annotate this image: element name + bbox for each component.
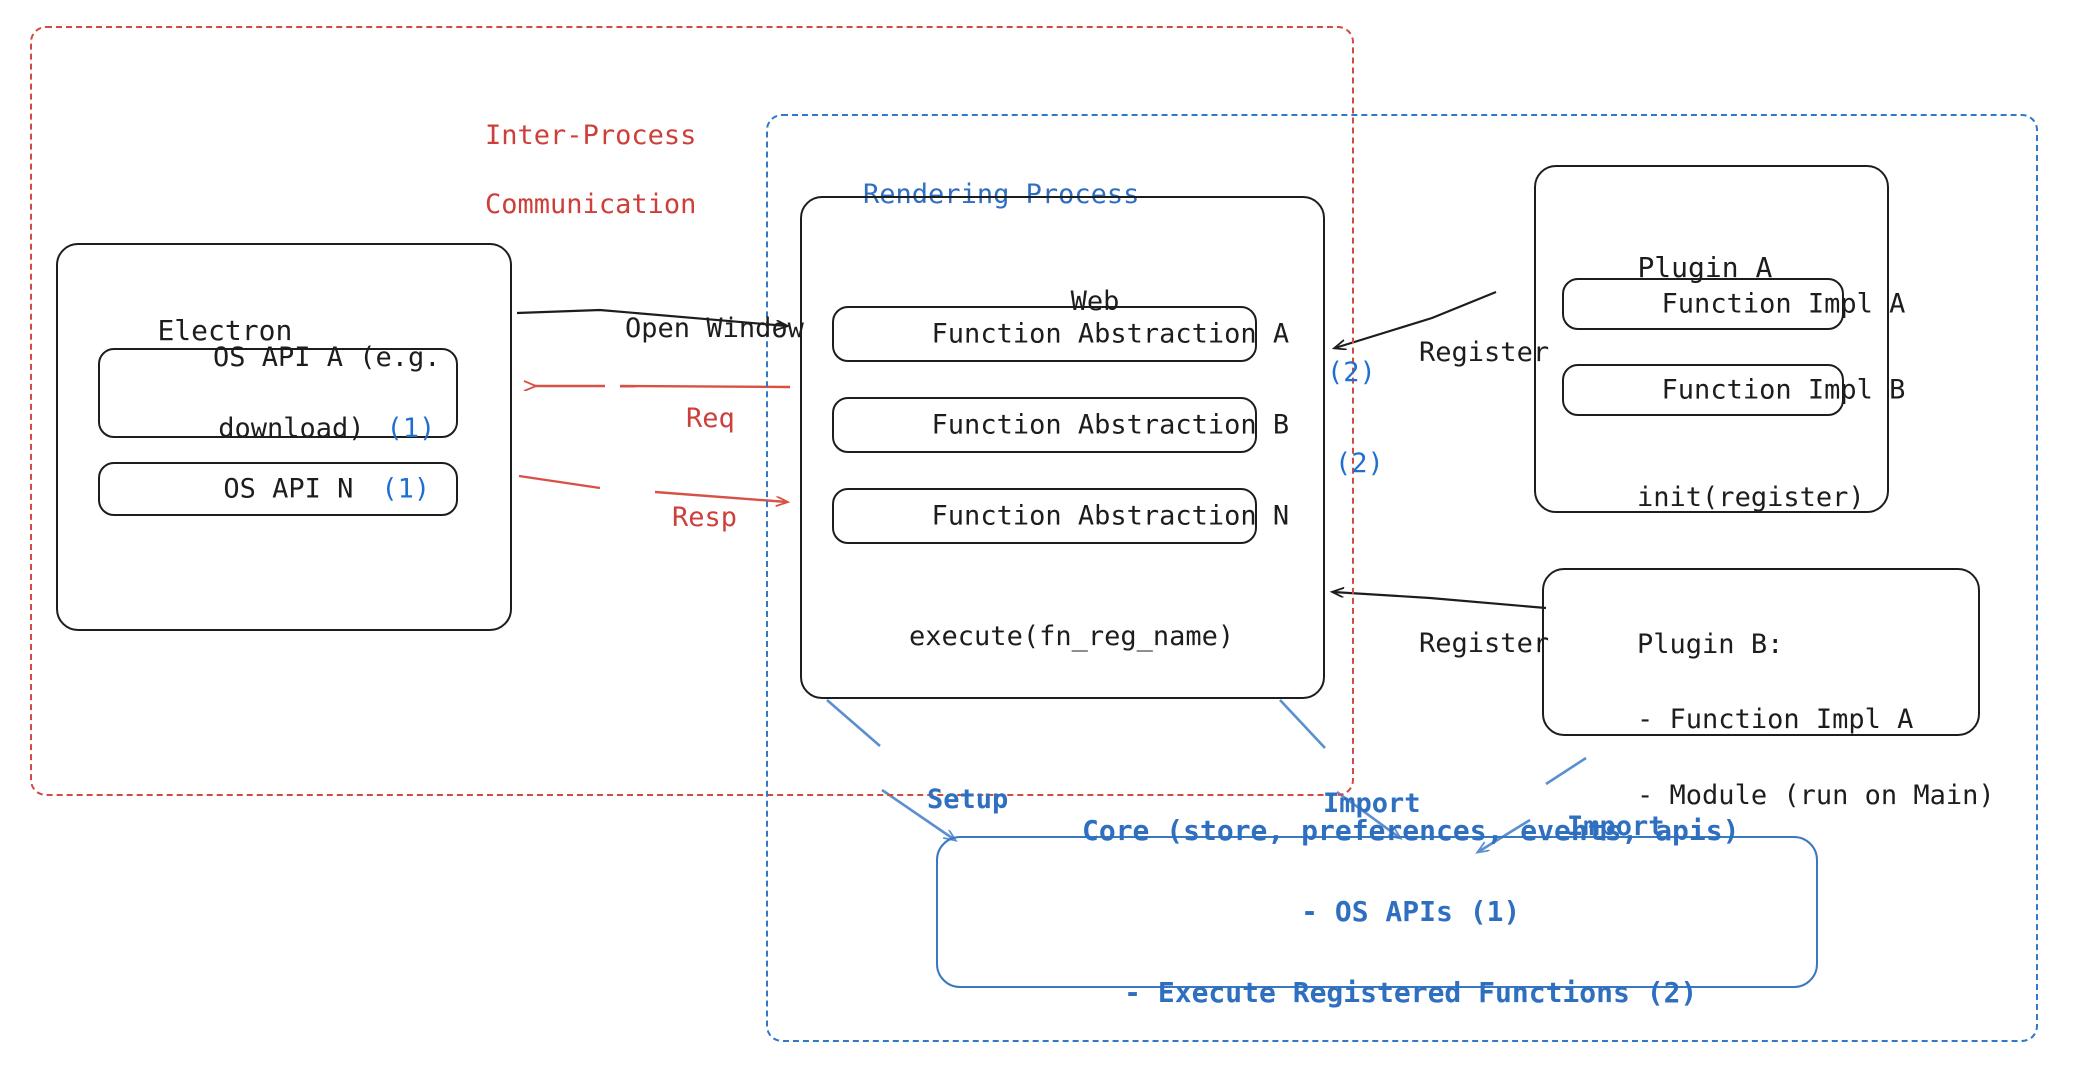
electron-title: Electron	[157, 314, 293, 347]
function-abstraction-a-marker: (2)	[1327, 356, 1376, 388]
rendering-process-boundary	[766, 114, 2038, 1042]
function-abstraction-a-label: Function Abstraction A	[931, 318, 1290, 350]
edge-label-import-plugin: Import	[1567, 810, 1665, 842]
core-line-3: - Execute Registered Functions (2)	[1124, 975, 1698, 1009]
function-abstraction-n-box: Function Abstraction N	[832, 488, 1289, 544]
edge-label-setup: Setup	[927, 783, 1009, 815]
function-abstraction-a-box: Function Abstraction A	[832, 306, 1289, 362]
rendering-process-label: Rendering Process	[863, 178, 1140, 210]
function-abstraction-b-box: Function Abstraction B	[832, 397, 1289, 453]
web-execute-label: execute(fn_reg_name)	[909, 620, 1235, 652]
edge-label-register-top: Register	[1419, 336, 1550, 368]
os-api-n-label: OS API N(1)	[223, 473, 431, 505]
plugin-a-impl-a-label: Function Impl A	[1661, 288, 1906, 320]
ipc-label-line1: Inter-Process	[485, 119, 697, 151]
os-api-n-box: OS API N(1)	[98, 462, 458, 516]
plugin-b-title: Plugin B:	[1637, 628, 1784, 660]
function-abstraction-n-label: Function Abstraction N	[931, 500, 1290, 532]
plugin-b-box	[1542, 568, 1980, 736]
core-text: Core (store, preferences, events, apis) …	[936, 770, 1818, 1054]
ipc-label-line2: Communication	[485, 188, 697, 220]
plugin-b-line-1: - Function Impl A	[1637, 704, 1914, 736]
os-api-a-label: OS API A (e.g. download)(1)	[212, 341, 441, 444]
plugin-b-text: Plugin B: - Function Impl A - Module (ru…	[1572, 588, 1995, 853]
edge-label-register-bottom: Register	[1419, 627, 1550, 659]
plugin-a-box	[1534, 165, 1889, 513]
web-title: Web	[1070, 285, 1120, 317]
electron-box	[56, 243, 512, 631]
ipc-region-label: Inter-Process Communication	[420, 84, 696, 257]
os-api-a-box: OS API A (e.g. download)(1)	[98, 342, 458, 444]
core-line-1: Core (store, preferences, events, apis)	[1081, 813, 1740, 847]
function-abstraction-b-marker: (2)	[1335, 447, 1384, 479]
ipc-region-boundary	[30, 26, 1354, 796]
core-box	[936, 836, 1818, 988]
plugin-a-impl-b-label: Function Impl B	[1661, 374, 1906, 406]
edge-label-open-window: Open Window	[625, 312, 804, 344]
plugin-b-line-2: - Module (run on Main)	[1637, 779, 1995, 811]
plugin-a-init-label: init(register)	[1637, 481, 1865, 513]
edge-label-import-web: Import	[1323, 787, 1421, 819]
plugin-a-impl-a-box: Function Impl A	[1562, 278, 1905, 330]
web-box	[800, 196, 1325, 699]
edge-label-req: Req	[686, 402, 735, 434]
edge-label-resp: Resp	[672, 501, 738, 533]
os-api-n-marker: (1)	[381, 473, 431, 505]
os-api-a-marker: (1)	[386, 412, 436, 444]
core-line-2: - OS APIs (1)	[1301, 894, 1521, 928]
function-abstraction-b-label: Function Abstraction B	[931, 409, 1290, 441]
plugin-a-impl-b-box: Function Impl B	[1562, 364, 1905, 416]
